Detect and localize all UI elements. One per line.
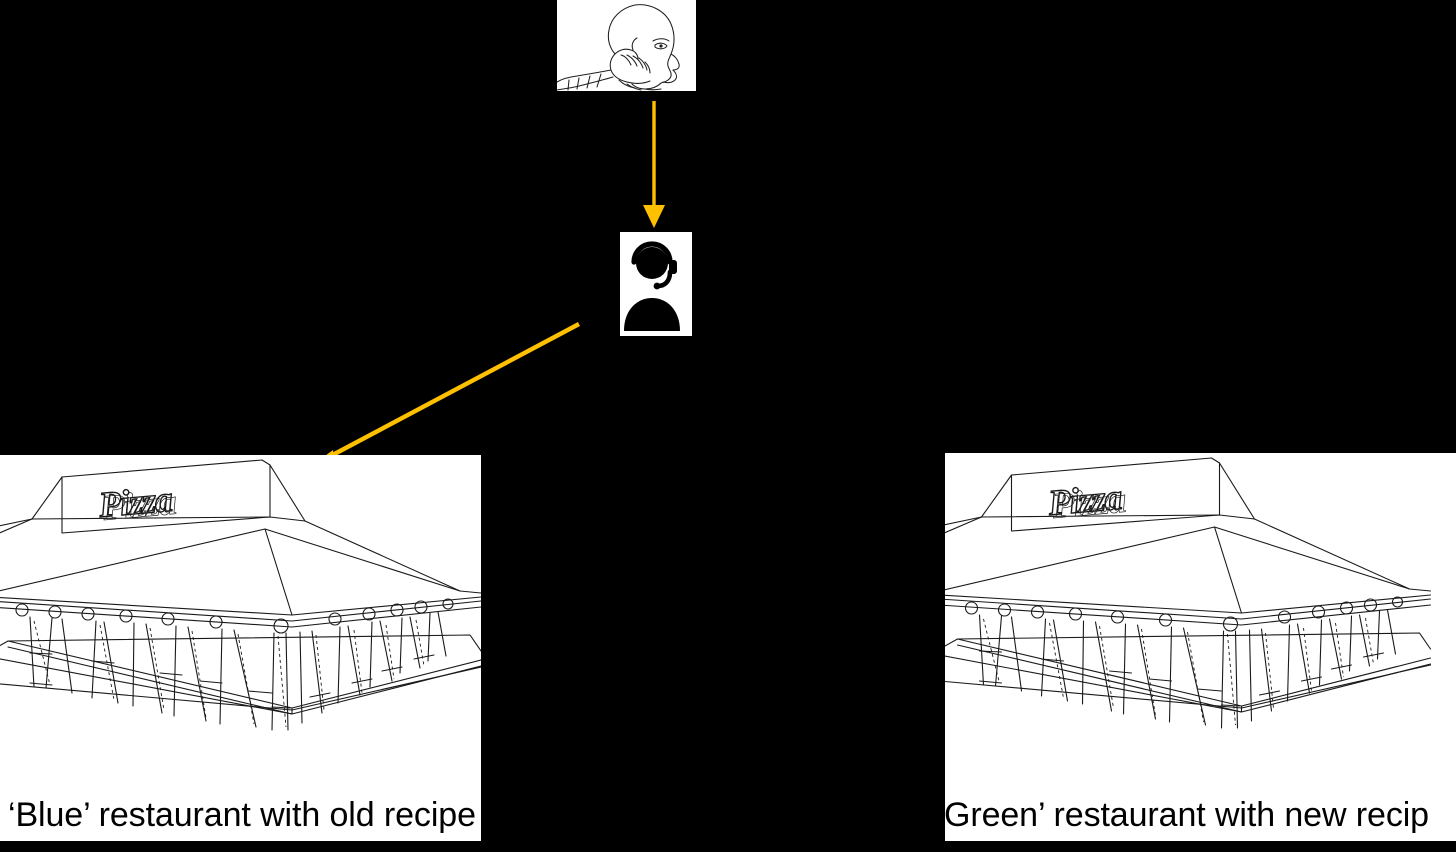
pizza-sign-text-right: Pizza Pizza xyxy=(1045,476,1128,526)
restaurant-right-illustration: Pizza Pizza xyxy=(945,453,1435,746)
arrow-caller-to-agent xyxy=(643,101,665,228)
restaurant-right-caption: Green’ restaurant with new recip xyxy=(945,796,1429,834)
pizza-sign-text-left: Pizza Pizza xyxy=(96,478,179,528)
call-center-agent-icon xyxy=(620,232,692,336)
person-on-phone-illustration xyxy=(557,0,696,91)
svg-text:Pizza: Pizza xyxy=(96,479,174,525)
svg-text:Pizza: Pizza xyxy=(1046,477,1124,523)
arrow-agent-to-blue-restaurant xyxy=(310,322,581,471)
svg-text:Pizza: Pizza xyxy=(1050,480,1128,526)
caller-photo xyxy=(557,0,696,91)
restaurant-left-panel: Pizza Pizza ‘Blue’ restaurant with old r… xyxy=(0,455,481,841)
svg-text:Pizza: Pizza xyxy=(100,482,178,528)
restaurant-left-illustration: Pizza Pizza xyxy=(0,455,481,748)
restaurant-left-caption: ‘Blue’ restaurant with old recipe xyxy=(8,796,476,834)
restaurant-right-panel: Pizza Pizza Green’ restaurant with new r… xyxy=(945,453,1456,841)
headset-person-icon xyxy=(620,232,692,336)
